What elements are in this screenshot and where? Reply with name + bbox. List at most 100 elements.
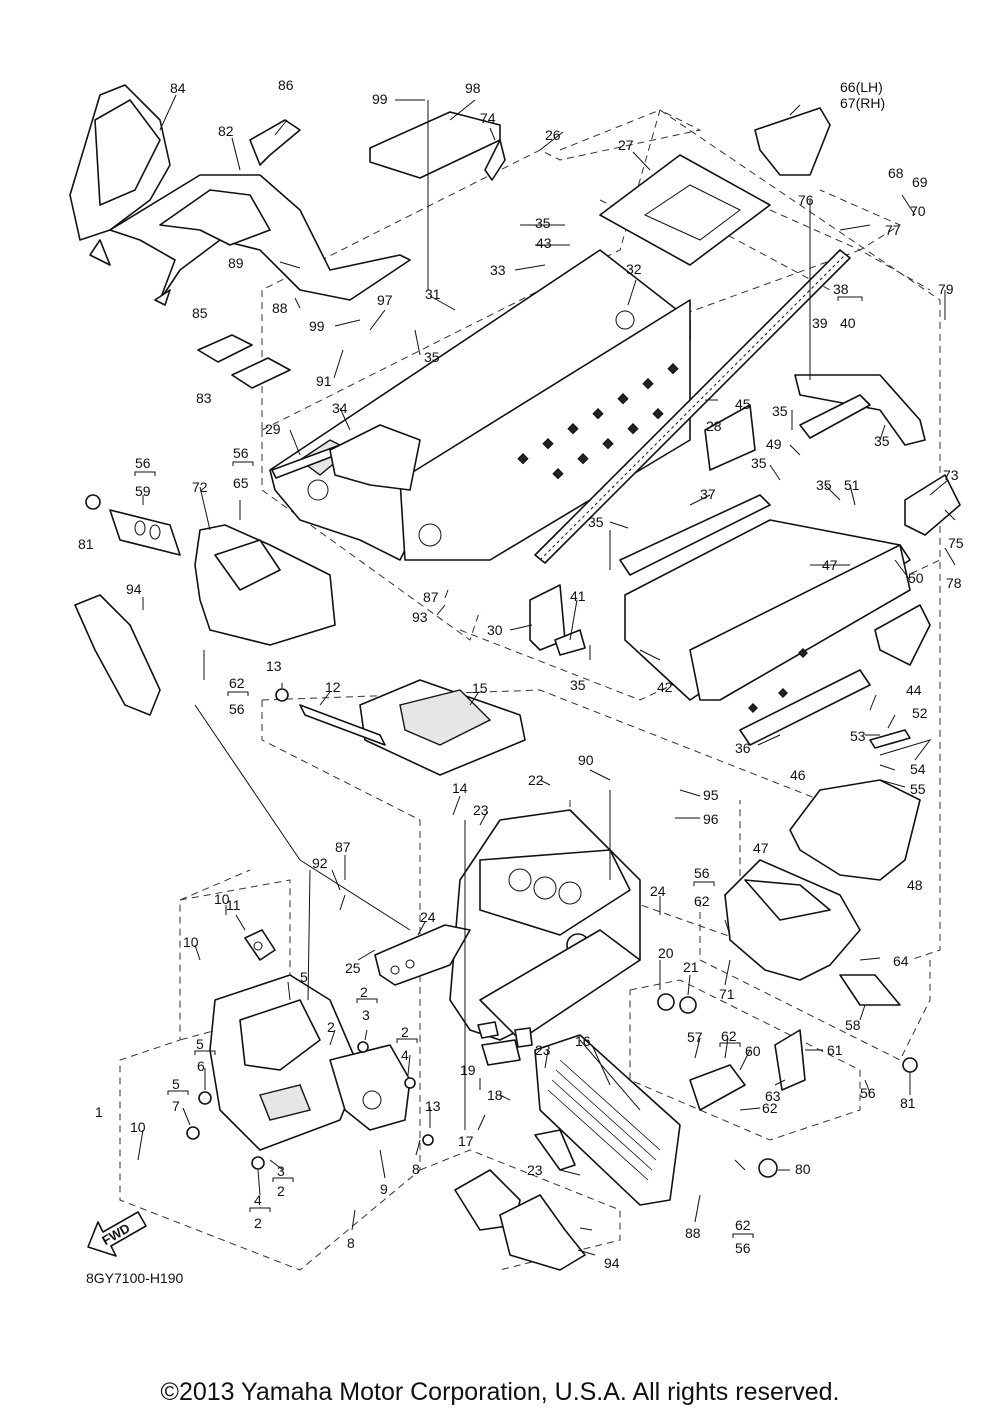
callout-label: 32 bbox=[626, 261, 642, 277]
callout-label: 62 bbox=[694, 893, 710, 909]
callout-label: 38 bbox=[833, 281, 849, 297]
callout-label: 88 bbox=[685, 1225, 701, 1241]
callout-label: 41 bbox=[570, 588, 586, 604]
callout-label: 25 bbox=[345, 960, 361, 976]
callout-label: 59 bbox=[135, 483, 151, 499]
callout-label: 31 bbox=[425, 286, 441, 302]
callout-label: 55 bbox=[910, 781, 926, 797]
callout-label: 94 bbox=[604, 1255, 620, 1271]
front-frame-1 bbox=[186, 974, 434, 1170]
rear-bumper-71 bbox=[724, 859, 861, 981]
callout-label: 10 bbox=[214, 891, 230, 907]
callout-label: 2 bbox=[254, 1215, 262, 1231]
callout-label: 24 bbox=[650, 883, 666, 899]
callout-label: 71 bbox=[719, 986, 735, 1002]
callout-label: 17 bbox=[458, 1133, 474, 1149]
callout-label: 24 bbox=[420, 909, 436, 925]
callout-label: 42 bbox=[657, 679, 673, 695]
callout-label: 20 bbox=[658, 945, 674, 961]
callout-label: 94 bbox=[126, 581, 142, 597]
callout-label: 28 bbox=[706, 418, 722, 434]
callout-label: 61 bbox=[827, 1042, 843, 1058]
callout-label: 29 bbox=[265, 421, 281, 437]
left-bumper-72 bbox=[194, 524, 336, 646]
callout-label: 22 bbox=[528, 772, 544, 788]
callout-label: 26 bbox=[545, 127, 561, 143]
callout-label: 83 bbox=[196, 390, 212, 406]
callout-label: 27 bbox=[618, 137, 634, 153]
callout-label: 10 bbox=[130, 1119, 146, 1135]
callout-label: 23 bbox=[535, 1042, 551, 1058]
brackets-60-61 bbox=[689, 1029, 806, 1111]
seat-pads bbox=[197, 334, 291, 389]
callout-label: 35 bbox=[570, 677, 586, 693]
callout-label: 19 bbox=[460, 1062, 476, 1078]
fwd-arrow: FWD bbox=[87, 1211, 147, 1257]
upper-tunnel-frame bbox=[269, 249, 851, 564]
callout-label: 15 bbox=[472, 680, 488, 696]
callout-label: 13 bbox=[266, 658, 282, 674]
callout-label: 48 bbox=[907, 877, 923, 893]
callout-label: 2 bbox=[327, 1019, 335, 1035]
callout-label: 8 bbox=[347, 1235, 355, 1251]
callout-label: 44 bbox=[906, 682, 922, 698]
callout-label: 37 bbox=[700, 486, 716, 502]
drawing-code: 8GY7100-H190 bbox=[86, 1270, 184, 1286]
callout-label: 14 bbox=[452, 780, 468, 796]
callout-label: 23 bbox=[473, 802, 489, 818]
assembly-outlines bbox=[119, 109, 941, 1271]
callout-label: 98 bbox=[465, 80, 481, 96]
engine-cradle bbox=[374, 809, 641, 1041]
tunnel-vent-holes bbox=[517, 363, 679, 480]
callout-label: 3 bbox=[362, 1007, 370, 1023]
callout-label: 64 bbox=[893, 953, 909, 969]
callout-label: 62 bbox=[229, 675, 245, 691]
callout-label: 39 bbox=[812, 315, 828, 331]
callout-label: 11 bbox=[226, 897, 241, 913]
callout-label: 1 bbox=[95, 1104, 103, 1120]
callout-label: 35 bbox=[535, 215, 551, 231]
callout-label: 84 bbox=[170, 80, 186, 96]
callout-label: 73 bbox=[943, 467, 959, 483]
callout-label: 62 bbox=[721, 1028, 737, 1044]
callout-label: 4 bbox=[254, 1192, 262, 1208]
middle-chassis bbox=[275, 679, 526, 776]
callout-label: 43 bbox=[536, 235, 552, 251]
callout-label: 96 bbox=[703, 811, 719, 827]
callout-label: 2 bbox=[401, 1024, 409, 1040]
callout-label: 53 bbox=[850, 728, 866, 744]
leader-lines bbox=[137, 94, 956, 1256]
callout-label: 45 bbox=[735, 396, 751, 412]
callout-label: 7 bbox=[172, 1098, 180, 1114]
callout-label: 78 bbox=[946, 575, 962, 591]
callout-label: 90 bbox=[578, 752, 594, 768]
callout-label: 66(LH) bbox=[840, 79, 883, 95]
callout-label: 56 bbox=[694, 865, 710, 881]
callout-label: 81 bbox=[78, 536, 94, 552]
grab-bar-38 bbox=[794, 374, 926, 446]
callout-label: 82 bbox=[218, 123, 234, 139]
callout-label: 12 bbox=[325, 679, 341, 695]
callout-label: 92 bbox=[312, 855, 328, 871]
callout-label: 13 bbox=[425, 1098, 441, 1114]
callout-label: 34 bbox=[332, 400, 348, 416]
callout-label: 77 bbox=[885, 222, 901, 238]
callout-label: 97 bbox=[377, 292, 393, 308]
callout-label: 23 bbox=[527, 1162, 543, 1178]
callout-label: 70 bbox=[910, 203, 926, 219]
callout-label: 99 bbox=[309, 318, 325, 334]
callout-label: 80 bbox=[795, 1161, 811, 1177]
callout-label: 35 bbox=[816, 477, 832, 493]
callout-label: 16 bbox=[575, 1033, 591, 1049]
callout-label: 86 bbox=[278, 77, 294, 93]
callout-label: 85 bbox=[192, 305, 208, 321]
top-plates bbox=[369, 111, 506, 181]
callout-labels: 84 86 98 99 74 26 27 82 66(LH) 67(RH) 68… bbox=[78, 77, 964, 1271]
bracket-52 bbox=[869, 729, 932, 761]
callout-label: 60 bbox=[745, 1043, 761, 1059]
callout-label: 40 bbox=[840, 315, 856, 331]
callout-label: 5 bbox=[172, 1076, 180, 1092]
callout-label: 57 bbox=[687, 1029, 703, 1045]
callout-label: 35 bbox=[874, 433, 890, 449]
